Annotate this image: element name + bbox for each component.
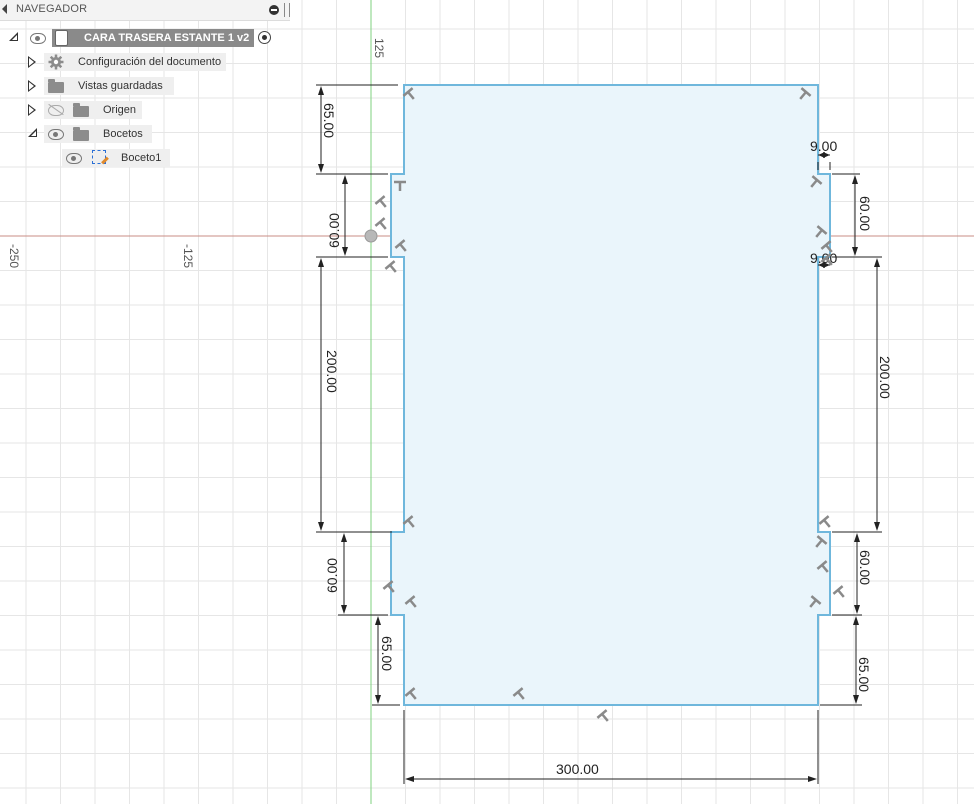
sketch-icon xyxy=(92,150,106,164)
hidden-eye-icon[interactable] xyxy=(48,105,64,116)
constraint-icon xyxy=(815,535,828,548)
tree-item-background xyxy=(44,125,152,143)
tree-item-label: Bocetos xyxy=(103,128,143,140)
navigator-panel: NAVEGADOR CARA TRASERA ESTANTE 1 v2 Conf… xyxy=(0,0,290,804)
constraint-icon xyxy=(404,595,417,608)
visibility-eye-icon[interactable] xyxy=(66,153,82,164)
document-name: CARA TRASERA ESTANTE 1 v2 xyxy=(84,32,250,44)
minimize-icon[interactable] xyxy=(269,5,279,15)
folder-icon xyxy=(73,103,89,117)
expand-triangle-icon[interactable] xyxy=(9,32,18,41)
panel-grip-icon[interactable] xyxy=(284,3,290,17)
constraint-icon xyxy=(384,260,397,273)
expand-triangle-icon[interactable] xyxy=(28,128,37,137)
tree-item-background xyxy=(44,53,226,71)
constraint-icon xyxy=(818,515,831,528)
dim-right-mid-9[interactable]: 9.00 xyxy=(810,250,837,266)
document-icon xyxy=(55,30,68,46)
expand-triangle-icon[interactable] xyxy=(28,104,36,116)
document-selected-bar[interactable] xyxy=(52,29,254,47)
constraint-icon xyxy=(820,253,833,266)
constraint-icon xyxy=(394,239,407,252)
dim-left-lower-60[interactable]: 60.00 xyxy=(324,558,340,593)
dim-left-upper-60[interactable]: 60.00 xyxy=(326,213,342,248)
constraint-icon xyxy=(809,595,822,608)
folder-icon xyxy=(48,79,64,93)
active-radio-icon[interactable] xyxy=(258,31,271,44)
gear-icon xyxy=(48,54,64,70)
constraint-icon xyxy=(799,87,812,100)
dim-right-upper-9[interactable]: 9.00 xyxy=(810,138,837,154)
dim-right-upper-60[interactable]: 60.00 xyxy=(857,196,873,231)
constraint-icon xyxy=(402,87,415,100)
dim-left-200[interactable]: 200.00 xyxy=(324,350,340,393)
constraint-icon xyxy=(374,195,387,208)
axis-label-x-neg-250: -250 xyxy=(7,244,21,268)
constraint-icon xyxy=(810,175,823,188)
expand-triangle-icon[interactable] xyxy=(28,80,36,92)
dim-right-lower-60[interactable]: 60.00 xyxy=(857,550,873,585)
expand-triangle-icon[interactable] xyxy=(28,56,36,68)
axis-label-y-125: 125 xyxy=(372,38,386,58)
dim-bottom-left-65[interactable]: 65.00 xyxy=(379,636,395,671)
folder-icon xyxy=(73,127,89,141)
constraint-icon xyxy=(394,180,406,191)
constraint-icon xyxy=(374,217,387,230)
tree-item-background xyxy=(44,77,174,95)
dimension-arrows xyxy=(318,86,880,782)
dim-right-200[interactable]: 200.00 xyxy=(877,356,893,399)
constraint-icon xyxy=(402,515,415,528)
visibility-eye-icon[interactable] xyxy=(48,129,64,140)
constraint-icon xyxy=(512,687,525,700)
axis-label-x-neg-125: -125 xyxy=(181,244,195,268)
collapse-arrow-icon[interactable] xyxy=(2,4,7,14)
visibility-eye-icon[interactable] xyxy=(30,33,46,44)
tree-item-background xyxy=(62,149,170,167)
sketch-profile[interactable] xyxy=(390,84,831,706)
constraint-icon xyxy=(815,225,828,238)
constraint-icon xyxy=(816,560,829,573)
navigator-header: NAVEGADOR xyxy=(0,0,290,21)
dim-width-300[interactable]: 300.00 xyxy=(556,761,599,777)
constraint-icon xyxy=(404,687,417,700)
tree-item-label: Origen xyxy=(103,104,137,116)
origin-point[interactable] xyxy=(364,229,378,243)
constraint-icon xyxy=(820,240,833,253)
navigator-title: NAVEGADOR xyxy=(16,3,88,15)
dimension-lines xyxy=(316,84,882,784)
tree-item-label: Boceto1 xyxy=(121,152,162,164)
constraint-glyphs[interactable] xyxy=(374,87,848,725)
constraint-icon xyxy=(596,709,609,722)
tree-item-label: Vistas guardadas xyxy=(78,80,163,92)
dim-top-left-65[interactable]: 65.00 xyxy=(321,103,337,138)
tree-item-background xyxy=(44,101,142,119)
dim-right-bottom-65[interactable]: 65.00 xyxy=(856,657,872,692)
constraint-icon xyxy=(382,580,395,593)
constraint-icon xyxy=(832,585,845,598)
tree-item-label: Configuración del documento xyxy=(78,56,222,68)
